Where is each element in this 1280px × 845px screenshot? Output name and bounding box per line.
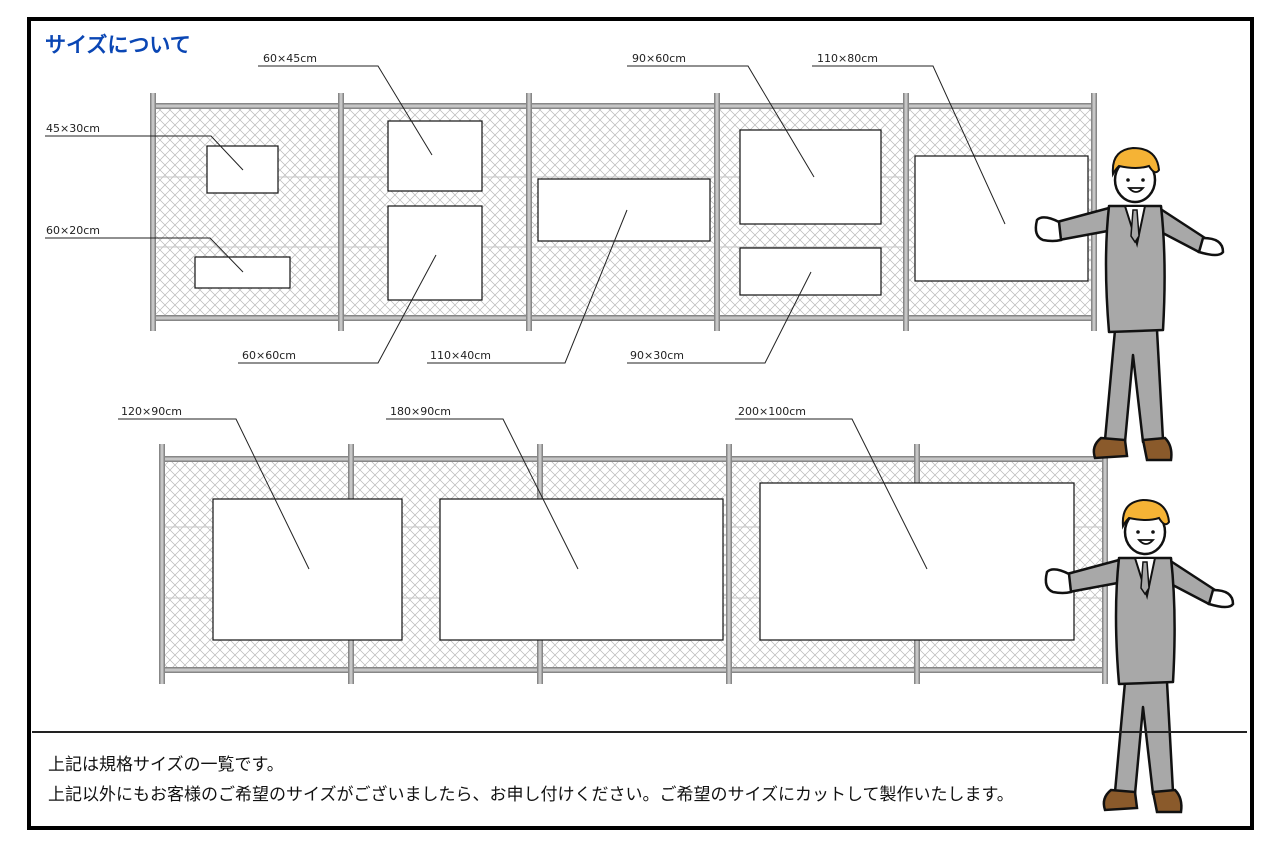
size-label: 200×100cm (738, 405, 806, 418)
sign-90x30 (739, 247, 882, 296)
size-label: 180×90cm (390, 405, 451, 418)
note-custom-sizes: 上記以外にもお客様のご希望のサイズがございましたら、お申し付けください。ご希望の… (48, 785, 1014, 805)
size-label: 110×40cm (430, 349, 491, 362)
leaders-row-1 (45, 65, 1006, 364)
divider (32, 731, 1247, 733)
size-label: 90×60cm (632, 52, 686, 65)
sign-110x80 (914, 155, 1089, 282)
size-label: 60×20cm (46, 224, 100, 237)
sign-60x20 (194, 256, 291, 289)
note-standard-sizes: 上記は規格サイズの一覧です。 (48, 755, 284, 775)
sign-60x60 (387, 205, 483, 301)
size-label: 90×30cm (630, 349, 684, 362)
size-label: 60×45cm (263, 52, 317, 65)
size-label: 60×60cm (242, 349, 296, 362)
size-label: 110×80cm (817, 52, 878, 65)
sign-120x90 (212, 498, 403, 641)
leaders-row-2 (118, 418, 928, 570)
sign-180x90 (439, 498, 724, 641)
sign-200x100 (759, 482, 1075, 641)
size-label: 120×90cm (121, 405, 182, 418)
size-label: 45×30cm (46, 122, 100, 135)
sign-110x40 (537, 178, 711, 242)
sign-90x60 (739, 129, 882, 225)
signs-row-2 (212, 482, 1075, 641)
page-title: サイズについて (45, 33, 191, 57)
sign-60x45 (387, 120, 483, 192)
diagram-frame (27, 17, 1254, 830)
signs-row-1 (194, 120, 1089, 301)
